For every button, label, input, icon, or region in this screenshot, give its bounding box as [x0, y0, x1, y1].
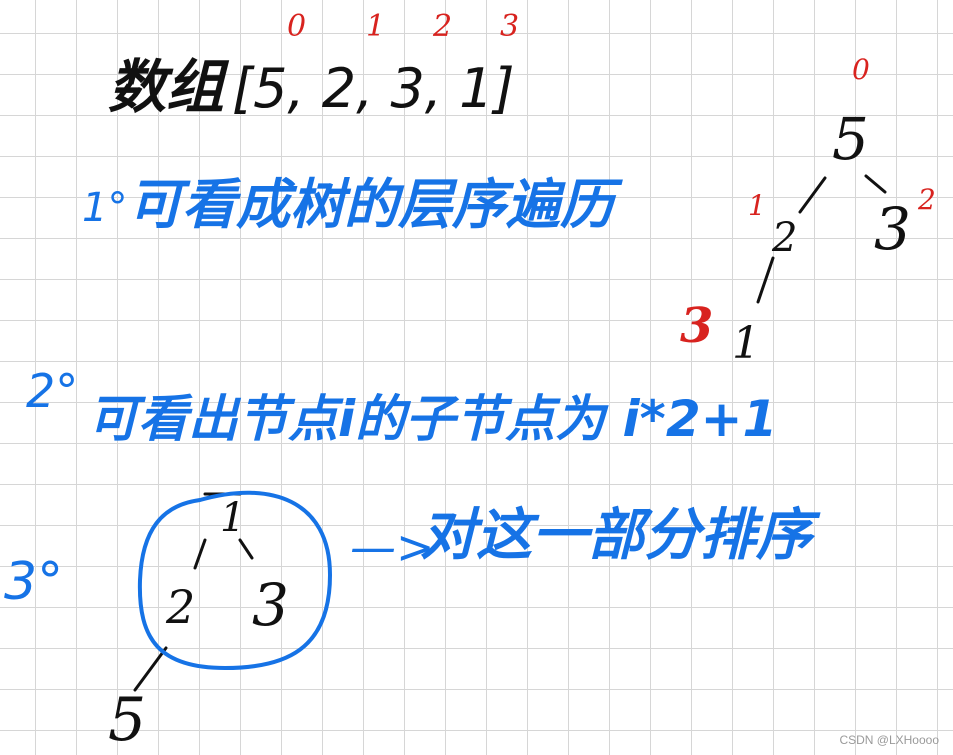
note-1-marker: 1°	[82, 185, 128, 231]
array-index-3: 3	[500, 9, 520, 44]
tree-right-node-5: 5	[832, 105, 869, 173]
watermark: CSDN @LXHoooo	[839, 733, 939, 747]
array-index-0: 0	[287, 9, 307, 44]
tree-left-node-1: 1	[220, 495, 246, 541]
tree-right-node-3: 3	[874, 195, 911, 263]
tree-left-node-3: 3	[252, 571, 289, 639]
edge-2-5	[133, 646, 168, 692]
tree-right-index-3: 3	[680, 298, 714, 354]
tree-right-index-2: 2	[918, 183, 936, 216]
tree-right-index-0: 0	[852, 53, 870, 86]
edge-5-2	[798, 176, 827, 214]
tree-left-node-5: 5	[108, 685, 147, 755]
arrow: —>	[350, 520, 435, 574]
edge-1-3	[238, 538, 254, 560]
array-values: [5, 2, 3, 1]	[232, 57, 515, 120]
note-3-marker: 3°	[4, 552, 64, 612]
array-index-1: 1	[366, 9, 386, 44]
array-label: 数组	[108, 53, 225, 121]
edge-1-2	[193, 538, 207, 570]
note-2-marker: 2°	[26, 364, 79, 418]
note-2-text: 可看出节点i的子节点为 i*2+1	[88, 390, 778, 448]
edge-5-3	[864, 174, 887, 194]
tree-right-node-2: 2	[772, 215, 798, 261]
note-3-text: 对这一部分排序	[420, 503, 812, 568]
tree-right-index-1: 1	[748, 189, 766, 222]
edge-2-1	[756, 256, 775, 304]
tree-right-node-1: 1	[732, 318, 760, 369]
note-1-text: 可看成树的层序遍历	[128, 173, 614, 236]
array-index-2: 2	[433, 9, 453, 44]
tree-left-node-2: 2	[166, 580, 196, 634]
